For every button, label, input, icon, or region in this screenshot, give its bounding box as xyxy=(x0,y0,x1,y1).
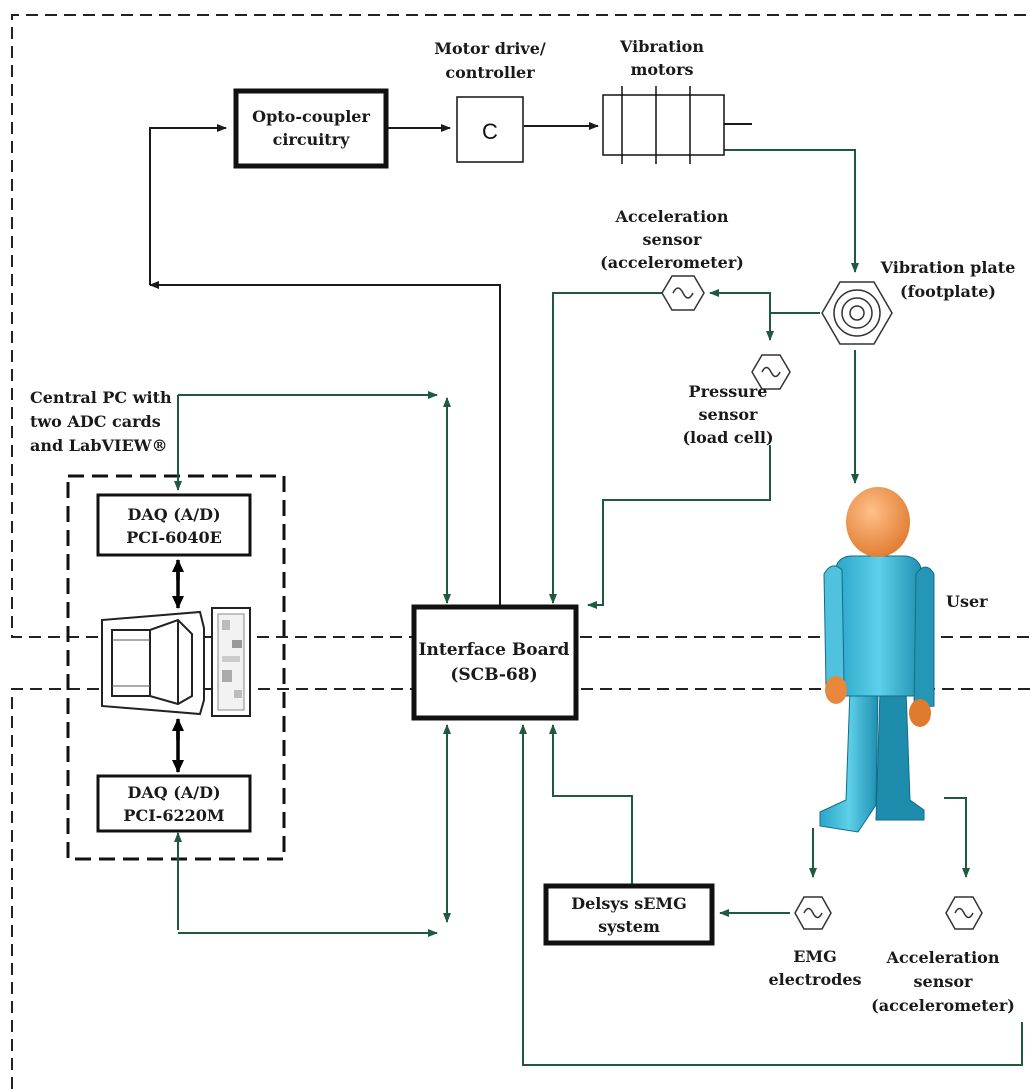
accel-top-label-3: (accelerometer) xyxy=(600,253,744,272)
vibration-motors-block xyxy=(602,86,725,164)
link-pressure-to-interface xyxy=(587,445,771,609)
interface-label-1: Interface Board xyxy=(419,640,570,660)
emg-sensor xyxy=(794,896,832,930)
link-motors-to-plate xyxy=(724,149,859,273)
daq1-label-2: PCI-6040E xyxy=(126,528,222,547)
delsys-block: Delsys sEMG system xyxy=(543,883,715,946)
motor-drive-label-1: Motor drive/ xyxy=(434,39,546,58)
person-figure-icon xyxy=(819,487,935,833)
sine-wave-icon xyxy=(672,287,694,299)
motor-drive-label-2: controller xyxy=(445,63,535,82)
daq2-label-1: DAQ (A/D) xyxy=(127,783,220,802)
opto-label-2: circuitry xyxy=(273,130,351,149)
link-user-to-accel-bottom xyxy=(944,797,970,878)
vibration-plate-label-2: (footplate) xyxy=(900,282,996,301)
boundary-frame xyxy=(11,14,1030,1091)
accel-sensor-top xyxy=(661,275,705,311)
daq-6040e-block: DAQ (A/D) PCI-6040E xyxy=(96,493,252,557)
accel-bottom-label-3: (accelerometer) xyxy=(871,996,1015,1015)
user-label: User xyxy=(946,592,988,611)
interface-board-block: Interface Board (SCB-68) xyxy=(411,604,579,721)
sine-wave-icon xyxy=(954,907,974,919)
accel-bottom-label-1: Acceleration xyxy=(886,948,1000,967)
controller-block: C xyxy=(456,96,524,163)
vibration-plate-label-1: Vibration plate xyxy=(880,258,1016,277)
delsys-label-1: Delsys sEMG xyxy=(571,894,687,913)
vibration-plate-icon xyxy=(821,281,893,345)
daq2-label-2: PCI-6220M xyxy=(123,806,224,825)
central-pc-label-3: and LabVIEW® xyxy=(30,436,168,455)
central-pc-label-1: Central PC with xyxy=(30,388,172,407)
sine-wave-icon xyxy=(803,907,823,919)
pressure-sensor xyxy=(751,354,791,390)
link-delsys-to-interface xyxy=(549,724,633,885)
central-pc-label-2: two ADC cards xyxy=(30,412,161,431)
emg-label-2: electrodes xyxy=(768,970,861,989)
pressure-label-2: sensor xyxy=(699,405,759,424)
controller-symbol: C xyxy=(482,119,498,144)
emg-label-1: EMG xyxy=(793,947,837,966)
connections xyxy=(149,122,1023,1066)
central-pc-frame xyxy=(66,474,286,861)
link-plate-to-accel xyxy=(709,289,820,314)
accel-bottom-label-2: sensor xyxy=(914,972,974,991)
pressure-label-1: Pressure xyxy=(689,382,768,401)
link-interface-to-opto xyxy=(150,284,501,606)
daq-6220m-block: DAQ (A/D) PCI-6220M xyxy=(96,774,252,833)
pressure-label-3: (load cell) xyxy=(682,428,773,447)
link-accel-to-interface xyxy=(549,292,662,604)
opto-coupler-block: Opto-coupler circuitry xyxy=(233,88,389,169)
accel-top-label-1: Acceleration xyxy=(615,207,729,226)
link-accel-bottom-to-interface xyxy=(519,724,1023,1066)
opto-label-1: Opto-coupler xyxy=(252,107,370,126)
accel-sensor-bottom xyxy=(945,896,983,930)
daq1-label-1: DAQ (A/D) xyxy=(127,505,220,524)
desktop-computer-icon xyxy=(101,607,251,717)
delsys-label-2: system xyxy=(598,917,660,936)
vibration-motors-label-2: motors xyxy=(630,60,693,79)
vibration-motors-label-1: Vibration xyxy=(619,37,704,56)
accel-top-label-2: sensor xyxy=(643,230,703,249)
interface-label-2: (SCB-68) xyxy=(450,665,537,685)
sine-wave-icon xyxy=(761,366,781,378)
